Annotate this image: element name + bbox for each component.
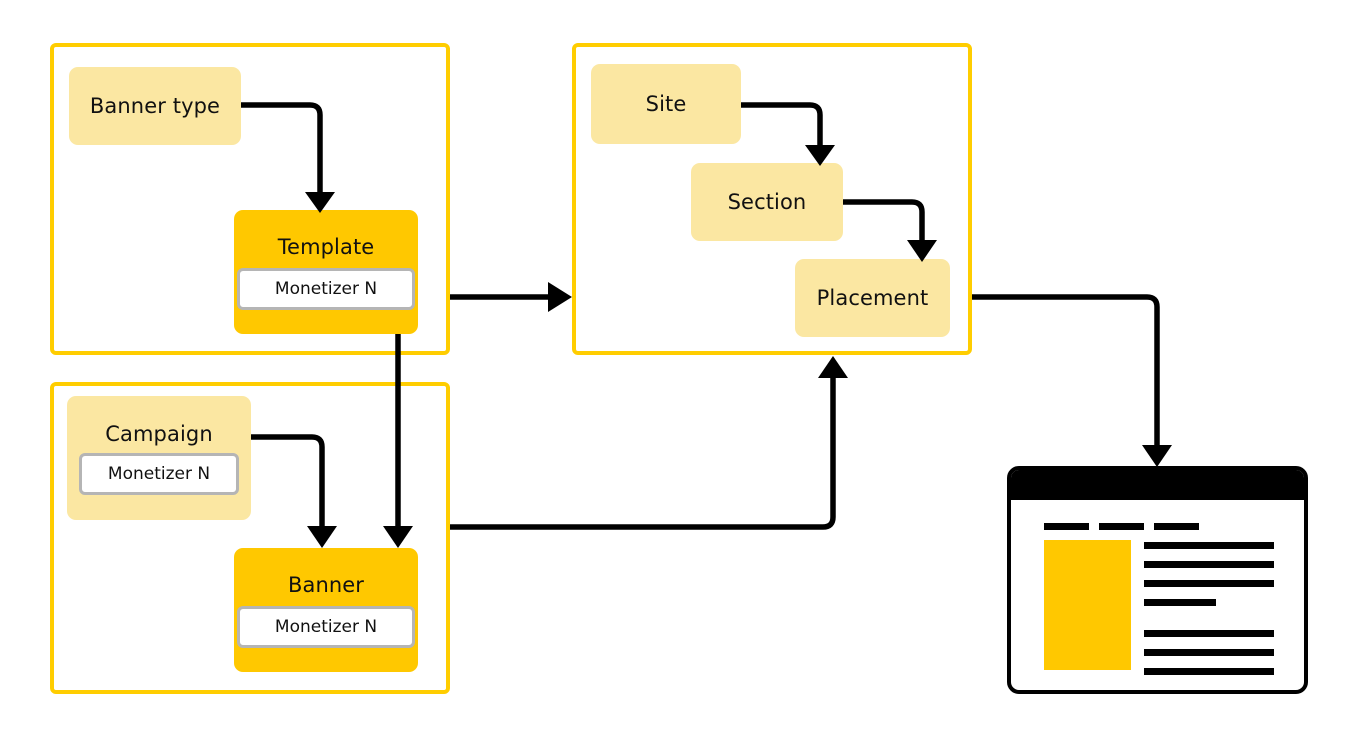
card-campaign[interactable]: Campaign Monetizer N — [67, 396, 251, 520]
text-line — [1144, 599, 1216, 606]
card-site[interactable]: Site — [591, 64, 741, 144]
card-section-label: Section — [727, 190, 807, 214]
card-banner-type-label: Banner type — [89, 94, 221, 118]
card-banner-label: Banner — [287, 572, 365, 597]
browser-preview[interactable] — [1007, 466, 1308, 694]
text-line — [1144, 668, 1274, 675]
text-line — [1144, 542, 1274, 549]
nav-dash-1 — [1044, 523, 1089, 530]
text-line — [1144, 649, 1274, 656]
nav-dash-3 — [1154, 523, 1199, 530]
browser-title-bar — [1011, 470, 1304, 500]
text-line — [1144, 561, 1274, 568]
text-line — [1144, 580, 1274, 587]
card-campaign-label: Campaign — [105, 421, 213, 446]
connector-banner-to-inventory-group — [450, 356, 848, 530]
card-site-label: Site — [645, 92, 687, 116]
card-campaign-chip[interactable]: Monetizer N — [79, 452, 239, 495]
ad-creative-block — [1044, 540, 1131, 670]
card-section[interactable]: Section — [691, 163, 843, 241]
card-template[interactable]: Template Monetizer N — [234, 210, 418, 334]
card-banner[interactable]: Banner Monetizer N — [234, 548, 418, 672]
card-placement-label: Placement — [816, 286, 929, 310]
connector-placement-to-browser-preview — [972, 294, 1172, 467]
card-placement[interactable]: Placement — [795, 259, 950, 337]
card-banner-type[interactable]: Banner type — [69, 67, 241, 145]
card-template-label: Template — [277, 234, 375, 259]
card-banner-chip[interactable]: Monetizer N — [237, 605, 415, 648]
connector-template-group-to-inventory-group — [450, 282, 572, 312]
text-line — [1144, 630, 1274, 637]
nav-dash-2 — [1099, 523, 1144, 530]
card-template-chip[interactable]: Monetizer N — [237, 267, 415, 310]
